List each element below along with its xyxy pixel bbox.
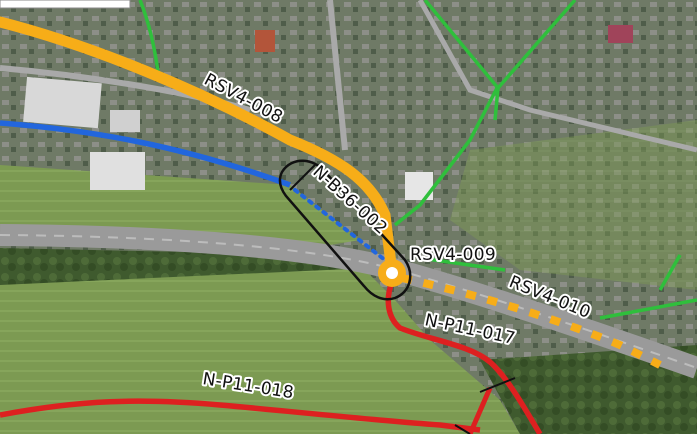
red-route-south[interactable]	[0, 398, 481, 433]
segment-divider	[289, 164, 316, 191]
label-rsv4-009[interactable]: RSV4-009	[408, 243, 498, 267]
overlay-panel-edge	[0, 0, 131, 9]
green-route-east[interactable]	[599, 298, 697, 320]
rsv-route-solid[interactable]	[0, 16, 398, 278]
red-route-tick	[479, 377, 516, 393]
green-route-east-2[interactable]	[658, 254, 682, 291]
selection-outline[interactable]	[278, 159, 412, 301]
red-route-tick-2	[454, 424, 471, 434]
red-route-spur[interactable]	[467, 387, 493, 434]
red-route-main[interactable]	[385, 281, 543, 434]
green-route-central[interactable]	[393, 87, 499, 227]
green-route-north-left[interactable]	[138, 0, 160, 73]
green-route-northeast[interactable]	[496, 0, 577, 90]
green-route-junction[interactable]	[419, 256, 506, 272]
blue-route-dotted[interactable]	[293, 188, 387, 262]
node-marker-center	[386, 267, 398, 279]
blue-route[interactable]	[0, 120, 291, 188]
